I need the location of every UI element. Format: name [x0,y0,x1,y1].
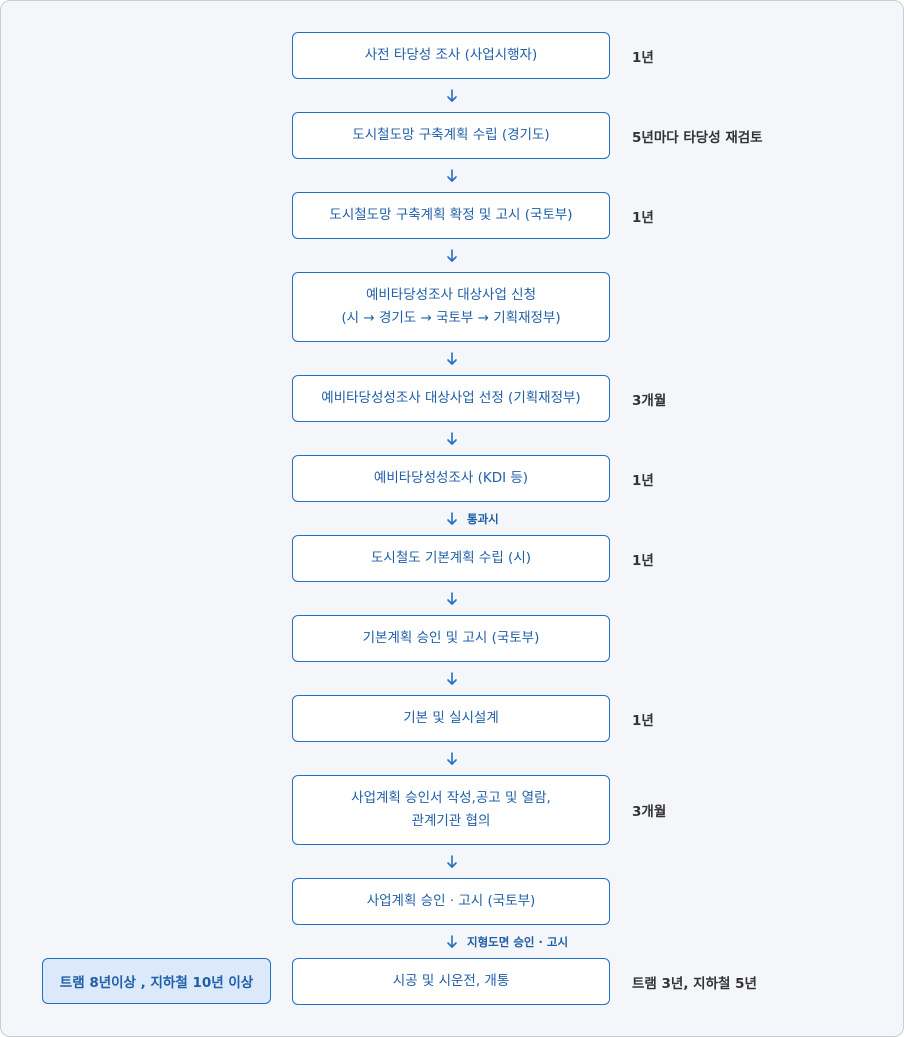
duration-label-5: 3개월 [632,392,667,409]
arrow-down-icon [444,592,460,606]
arrow-down-icon [444,89,460,103]
duration-label-2: 5년마다 타당성 재검토 [632,129,763,146]
duration-label-6: 1년 [632,472,654,489]
step-box-4: 예비타당성조사 대상사업 신청 (시 → 경기도 → 국토부 → 기획재정부) [292,272,610,342]
arrow-down-icon [444,512,460,526]
side-note-box: 트램 8년이상 , 지하철 10년 이상 [42,958,271,1004]
arrow-down-icon [444,935,460,949]
step-box-7: 도시철도 기본계획 수립 (시) [292,535,610,582]
step-label: 사업계획 승인 · 고시 (국토부) [366,893,536,909]
step-box-6: 예비타당성성조사 (KDI 등) [292,455,610,502]
condition-label-map-approval: 지형도면 승인 · 고시 [467,935,569,949]
condition-label-pass: 통과시 [467,512,499,526]
step-label: 기본 및 실시설계 [403,710,499,726]
step-label: 예비타당성성조사 (KDI 등) [373,470,529,486]
arrow-down-icon [444,672,460,686]
step-label: 사전 타당성 조사 (사업시행자) [364,47,538,63]
step-label: 도시철도망 구축계획 수립 (경기도) [352,127,550,143]
step-label: 예비타당성조사 대상사업 신청 (시 → 경기도 → 국토부 → 기획재정부) [341,287,561,326]
step-box-1: 사전 타당성 조사 (사업시행자) [292,32,610,79]
step-box-2: 도시철도망 구축계획 수립 (경기도) [292,112,610,159]
arrow-down-icon [444,249,460,263]
step-label: 시공 및 시운전, 개통 [392,973,510,989]
step-box-10: 사업계획 승인서 작성,공고 및 열람, 관계기관 협의 [292,775,610,845]
step-box-5: 예비타당성성조사 대상사업 선정 (기획재정부) [292,375,610,422]
duration-label-9: 1년 [632,712,654,729]
step-label: 도시철도 기본계획 수립 (시) [370,550,532,566]
step-box-11: 사업계획 승인 · 고시 (국토부) [292,878,610,925]
step-box-9: 기본 및 실시설계 [292,695,610,742]
arrow-down-icon [444,169,460,183]
arrow-down-icon [444,432,460,446]
duration-label-1: 1년 [632,49,654,66]
step-label: 사업계획 승인서 작성,공고 및 열람, 관계기관 협의 [351,790,551,829]
step-label: 기본계획 승인 및 고시 (국토부) [362,630,540,646]
arrow-down-icon [444,752,460,766]
step-label: 예비타당성성조사 대상사업 선정 (기획재정부) [321,390,581,406]
duration-label-3: 1년 [632,209,654,226]
step-box-8: 기본계획 승인 및 고시 (국토부) [292,615,610,662]
arrow-down-icon [444,855,460,869]
duration-label-7: 1년 [632,552,654,569]
arrow-down-icon [444,352,460,366]
side-note-label: 트램 8년이상 , 지하철 10년 이상 [59,975,254,991]
duration-label-12: 트램 3년, 지하철 5년 [632,975,757,992]
step-box-3: 도시철도망 구축계획 확정 및 고시 (국토부) [292,192,610,239]
step-label: 도시철도망 구축계획 확정 및 고시 (국토부) [329,207,573,223]
duration-label-10: 3개월 [632,804,667,820]
step-box-12: 시공 및 시운전, 개통 [292,958,610,1005]
